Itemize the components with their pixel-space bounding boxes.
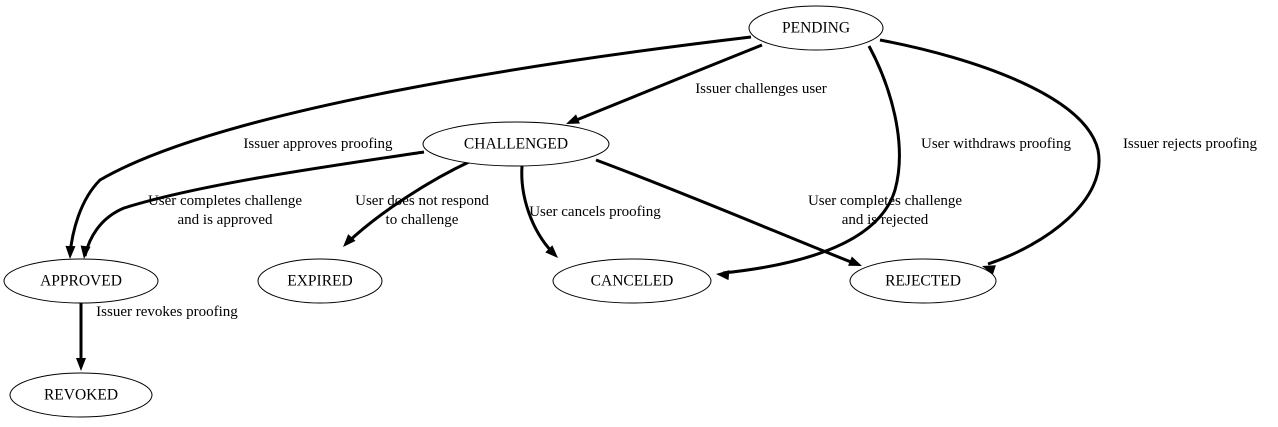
edge-line-pending-approved: [68, 35, 752, 256]
node-revoked[interactable]: REVOKED: [9, 372, 153, 418]
edge-label-line: Issuer approves proofing: [243, 136, 393, 152]
edge-challenged-rejected: [595, 158, 862, 266]
edge-label-line: User withdraws proofing: [921, 136, 1071, 152]
arrowhead-challenged-expired: [343, 234, 356, 247]
arrowhead-pending-canceled: [716, 270, 730, 281]
edge-label-line: User does not respond: [355, 193, 489, 209]
node-shape-pending[interactable]: [748, 5, 884, 51]
node-challenged[interactable]: CHALLENGED: [422, 121, 610, 167]
node-label-approved: APPROVED: [40, 273, 122, 290]
edge-challenged-expired: [343, 159, 472, 247]
node-label-pending: PENDING: [782, 20, 850, 37]
edge-label-line: User completes challenge: [148, 193, 302, 209]
edge-challenged-canceled: [520, 165, 558, 258]
edge-label-challenged-approved: User completes challenge and is approved: [148, 193, 302, 228]
edge-line-challenged-expired: [345, 159, 472, 245]
nodes-layer: PENDING CHALLENGED APPROVED EXPIRED CANCELED…: [3, 5, 997, 418]
arrowhead-pending-approved: [65, 245, 76, 259]
arrowhead-challenged-approved: [80, 245, 91, 259]
node-expired[interactable]: EXPIRED: [257, 258, 383, 304]
edge-pending-rejected: [879, 38, 1101, 275]
edge-label-challenged-canceled: User cancels proofing: [529, 204, 661, 220]
edge-label-pending-challenged: Issuer challenges user: [695, 81, 827, 97]
node-label-expired: EXPIRED: [287, 273, 352, 290]
arrowhead-challenged-canceled: [545, 245, 558, 258]
node-label-rejected: REJECTED: [885, 273, 961, 290]
edge-label-approved-revoked: Issuer revokes proofing: [96, 304, 238, 320]
edge-pending-approved: [65, 35, 752, 259]
edge-line-pending-challenged: [573, 43, 763, 123]
edge-pending-challenged: [566, 43, 763, 124]
edge-label-pending-approved: Issuer approves proofing: [243, 136, 393, 152]
arrowhead-approved-revoked: [76, 358, 86, 371]
edges-layer: [65, 35, 1101, 371]
edge-line-challenged-canceled: [520, 165, 555, 255]
edge-label-line: Issuer revokes proofing: [96, 304, 238, 320]
edge-label-pending-canceled: User withdraws proofing: [921, 136, 1071, 152]
edge-label-line: Issuer challenges user: [695, 81, 827, 97]
edge-line-pending-canceled: [722, 45, 901, 275]
node-shape-challenged[interactable]: [422, 121, 610, 167]
node-label-canceled: CANCELED: [591, 273, 674, 290]
node-pending[interactable]: PENDING: [748, 5, 884, 51]
edge-label-line: and is rejected: [842, 212, 929, 228]
edge-label-line: User cancels proofing: [529, 204, 661, 220]
edge-line-pending-rejected: [879, 38, 1101, 266]
node-shape-rejected[interactable]: [849, 258, 997, 304]
node-shape-expired[interactable]: [257, 258, 383, 304]
node-label-revoked: REVOKED: [44, 387, 118, 404]
node-approved[interactable]: APPROVED: [3, 258, 159, 304]
edge-label-challenged-rejected: User completes challenge and is rejected: [808, 193, 962, 228]
edge-label-line: Issuer rejects proofing: [1123, 136, 1258, 152]
arrowhead-challenged-rejected: [848, 256, 862, 266]
node-rejected[interactable]: REJECTED: [849, 258, 997, 304]
edge-line-challenged-approved: [83, 150, 425, 257]
node-canceled[interactable]: CANCELED: [552, 258, 712, 304]
edge-pending-canceled: [716, 45, 901, 281]
edge-label-pending-rejected: Issuer rejects proofing: [1123, 136, 1258, 152]
node-shape-approved[interactable]: [3, 258, 159, 304]
edge-label-line: to challenge: [386, 212, 459, 228]
node-shape-revoked[interactable]: [9, 372, 153, 418]
arrowhead-pending-challenged: [566, 114, 580, 124]
edge-label-line: and is approved: [178, 212, 273, 228]
edge-label-challenged-expired: User does not respond to challenge: [355, 193, 489, 228]
edge-challenged-approved: [80, 150, 425, 259]
edge-label-line: User completes challenge: [808, 193, 962, 209]
edge-approved-revoked: [76, 303, 86, 371]
node-label-challenged: CHALLENGED: [464, 136, 568, 153]
node-shape-canceled[interactable]: [552, 258, 712, 304]
arrowhead-pending-rejected: [982, 265, 996, 275]
edge-line-challenged-rejected: [595, 158, 857, 266]
